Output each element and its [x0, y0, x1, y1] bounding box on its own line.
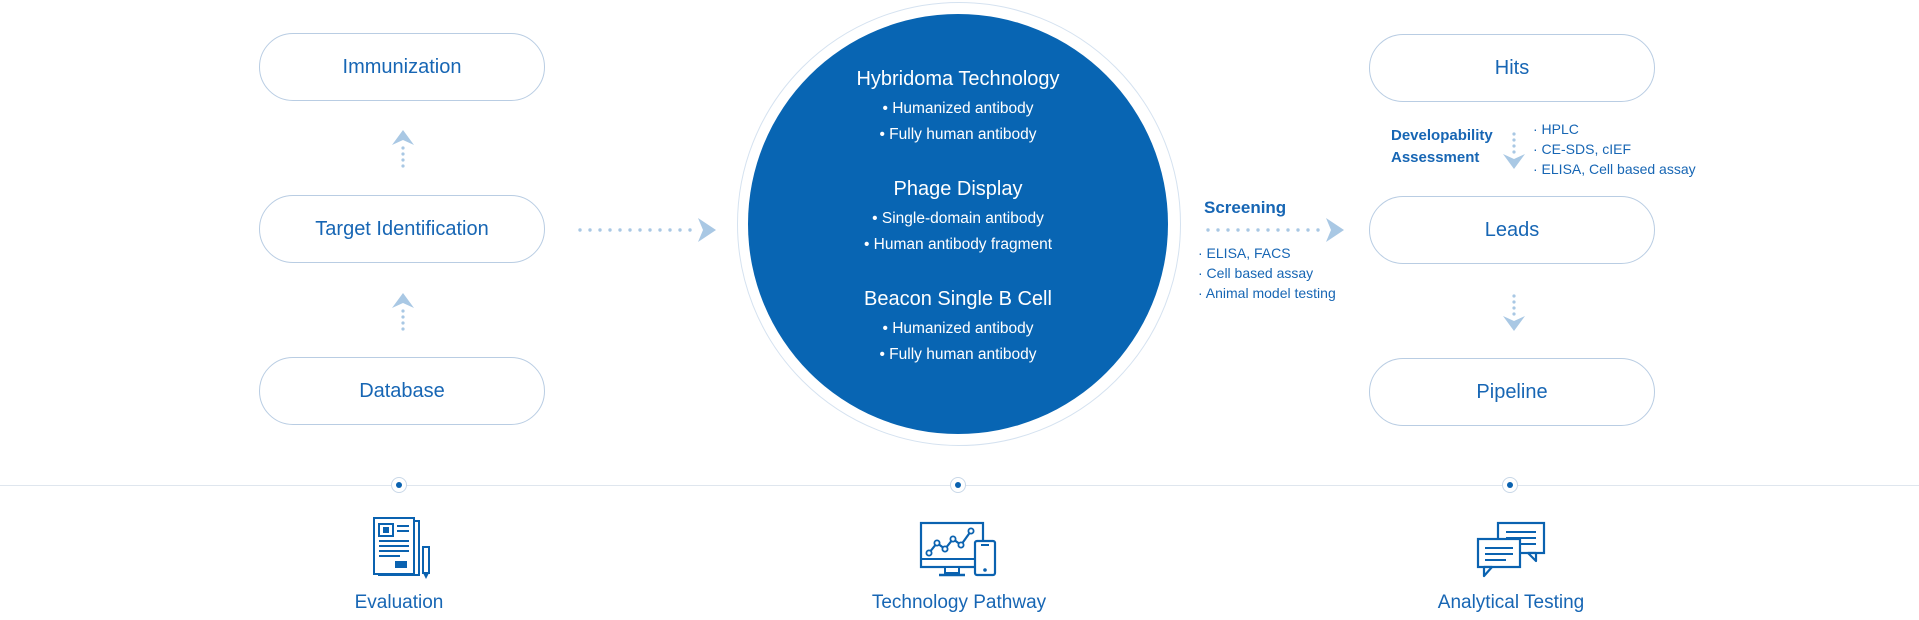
- screening-item: · Animal model testing: [1198, 285, 1336, 301]
- monitor-chart-icon: [919, 521, 997, 577]
- database-label: Database: [359, 379, 445, 402]
- down-arrow-icon: [1503, 294, 1525, 331]
- technology-circle-ring: [737, 2, 1181, 446]
- beacon-title: Beacon Single B Cell: [864, 288, 1052, 310]
- up-arrow-icon: [392, 130, 414, 168]
- immunization-label: Immunization: [342, 55, 462, 78]
- up-arrow-icon: [392, 293, 414, 331]
- developability-item: · CE-SDS, cIEF: [1533, 141, 1632, 157]
- timeline-dot: [391, 477, 407, 493]
- immunization-box: Immunization: [259, 33, 545, 101]
- hybridoma-item: • Humanized antibody: [882, 100, 1034, 117]
- hybridoma-title: Hybridoma Technology: [856, 68, 1060, 90]
- technology-circle: Hybridoma Technology • Humanized antibod…: [748, 14, 1168, 434]
- leads-label: Leads: [1484, 218, 1540, 241]
- phage-block: Phage Display • Single-domain antibody •…: [748, 176, 1168, 258]
- developability-label-line: Assessment: [1391, 149, 1480, 166]
- phage-item: • Single-domain antibody: [872, 210, 1044, 227]
- hybridoma-item: • Fully human antibody: [879, 126, 1037, 143]
- timeline-dot: [1502, 477, 1518, 493]
- hits-label: Hits: [1494, 56, 1530, 79]
- hits-box: Hits: [1369, 34, 1655, 102]
- developability-list: · HPLC · CE-SDS, cIEF · ELISA, Cell base…: [1533, 119, 1696, 179]
- right-arrow-icon: [1206, 218, 1344, 242]
- developability-label-line: Developability: [1391, 127, 1493, 144]
- target-identification-box: Target Identification: [259, 195, 545, 263]
- beacon-item: • Fully human antibody: [879, 346, 1037, 363]
- beacon-block: Beacon Single B Cell • Humanized antibod…: [748, 286, 1168, 368]
- database-box: Database: [259, 357, 545, 425]
- timeline-dot: [950, 477, 966, 493]
- document-icon: [373, 517, 430, 579]
- evaluation-label: Evaluation: [354, 592, 444, 613]
- screening-item: · Cell based assay: [1198, 265, 1314, 281]
- developability-item: · HPLC: [1533, 121, 1579, 137]
- technology-pathway-label: Technology Pathway: [871, 592, 1047, 613]
- screening-list: · ELISA, FACS · Cell based assay · Anima…: [1198, 243, 1336, 303]
- beacon-item: • Humanized antibody: [882, 320, 1034, 337]
- target-identification-label: Target Identification: [315, 217, 489, 240]
- developability-item: · ELISA, Cell based assay: [1533, 161, 1696, 177]
- pipeline-box: Pipeline: [1369, 358, 1655, 426]
- chat-bubbles-icon: [1476, 521, 1546, 578]
- hybridoma-block: Hybridoma Technology • Humanized antibod…: [748, 66, 1168, 148]
- screening-item: · ELISA, FACS: [1198, 245, 1291, 261]
- pipeline-label: Pipeline: [1476, 380, 1548, 403]
- right-arrow-icon: [578, 218, 716, 242]
- leads-box: Leads: [1369, 196, 1655, 264]
- developability-label: Developability Assessment: [1391, 125, 1493, 169]
- phage-item: • Human antibody fragment: [863, 236, 1053, 253]
- screening-label: Screening: [1204, 198, 1287, 217]
- phage-title: Phage Display: [893, 178, 1023, 200]
- analytical-testing-label: Analytical Testing: [1437, 592, 1585, 613]
- down-arrow-icon: [1503, 132, 1525, 169]
